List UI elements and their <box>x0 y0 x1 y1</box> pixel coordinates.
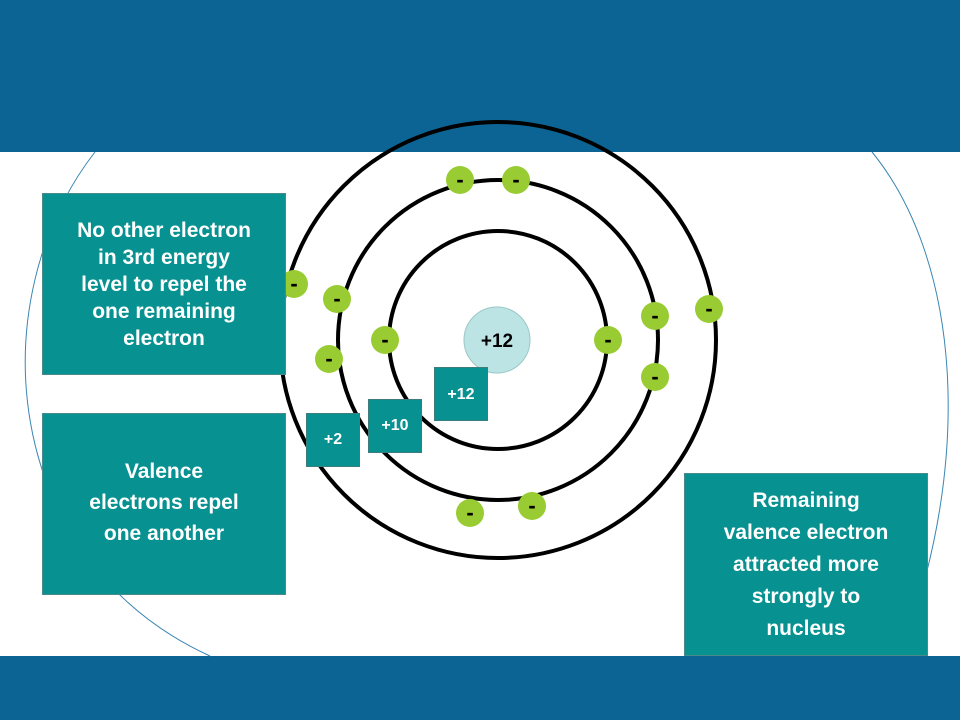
electron-2-symbol: - <box>604 327 611 352</box>
electron-6 <box>641 363 669 391</box>
electron-4-symbol: - <box>325 346 332 371</box>
electron-11 <box>280 270 308 298</box>
electron-6-symbol: - <box>651 364 658 389</box>
electron-3-symbol: - <box>333 286 340 311</box>
caption-no-repel: No other electron in 3rd energy level to… <box>42 193 286 375</box>
electron-8-symbol: - <box>512 167 519 192</box>
electron-7-symbol: - <box>456 167 463 192</box>
electron-12 <box>695 295 723 323</box>
outer-shell-charge: +2 <box>306 413 360 467</box>
electrons: - - - - - - - - - - - - <box>280 166 723 527</box>
electron-7 <box>446 166 474 194</box>
electron-4 <box>315 345 343 373</box>
top-banner <box>0 0 960 152</box>
caption-attracted-text: Remaining valence electron attracted mor… <box>723 488 889 640</box>
bottom-banner <box>0 656 960 720</box>
electron-5 <box>641 302 669 330</box>
electron-11-symbol: - <box>290 271 297 296</box>
nucleus <box>463 306 531 374</box>
electron-8 <box>502 166 530 194</box>
electron-12-symbol: - <box>705 296 712 321</box>
caption-valence-repel: Valence electrons repel one another <box>42 413 286 595</box>
caption-no-repel-text: No other electron in 3rd energy level to… <box>77 218 251 350</box>
electron-9-symbol: - <box>466 500 473 525</box>
electron-2 <box>594 326 622 354</box>
electron-9 <box>456 499 484 527</box>
electron-5-symbol: - <box>651 303 658 328</box>
inner-shell-charge: +12 <box>434 367 488 421</box>
middle-shell-charge: +10 <box>368 399 422 453</box>
middle-shell <box>336 178 660 502</box>
caption-valence-repel-text: Valence electrons repel one another <box>89 460 239 545</box>
electron-10-symbol: - <box>528 493 535 518</box>
electron-1-symbol: - <box>381 327 388 352</box>
electron-3 <box>323 285 351 313</box>
electron-1 <box>371 326 399 354</box>
nucleus-charge: +12 <box>481 331 513 352</box>
electron-10 <box>518 492 546 520</box>
caption-attracted: Remaining valence electron attracted mor… <box>684 473 928 656</box>
